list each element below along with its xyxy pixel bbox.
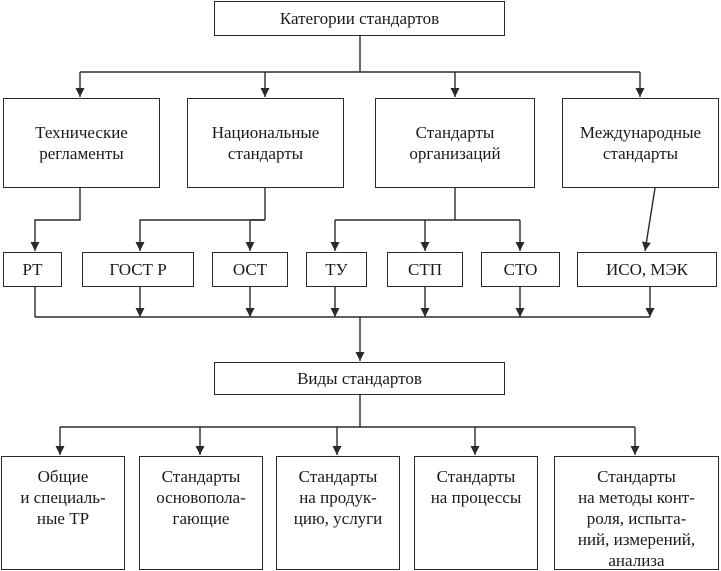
- abbr-box-gostr: ГОСТ Р: [82, 252, 194, 287]
- type-label: Стандарты на продук- цию, услуги: [293, 467, 383, 528]
- type-label: Стандарты основопола- гающие: [156, 467, 246, 528]
- abbr-box-ost: ОСТ: [212, 252, 288, 287]
- arrow-national-to-gostr: [135, 219, 265, 251]
- category-label: Международные стандарты: [579, 123, 702, 163]
- abbr-box-tu: ТУ: [306, 252, 367, 287]
- categories-title-box: Категории стандартов: [214, 1, 505, 36]
- arrow-intl-to-iso: [641, 187, 656, 252]
- category-box-org: Стандарты организаций: [375, 98, 535, 188]
- abbr-box-rt: РТ: [3, 252, 62, 287]
- type-label: Стандарты на процессы: [430, 467, 522, 507]
- type-box-fundamental: Стандарты основопола- гающие: [139, 456, 263, 570]
- abbr-label: ТУ: [325, 260, 348, 279]
- category-box-tech: Технические регламенты: [3, 98, 160, 188]
- category-label: Стандарты организаций: [409, 123, 501, 163]
- arrow-tech-to-rt: [30, 188, 81, 251]
- category-box-intl: Международные стандарты: [562, 98, 719, 188]
- type-box-products: Стандарты на продук- цию, услуги: [276, 456, 400, 570]
- abbr-label: РТ: [22, 260, 43, 279]
- type-box-processes: Стандарты на процессы: [414, 456, 538, 570]
- types-title-box: Виды стандартов: [214, 362, 505, 395]
- abbr-label: ОСТ: [232, 260, 268, 279]
- category-label: Национальные стандарты: [211, 123, 320, 163]
- abbr-box-iso: ИСО, МЭК: [577, 252, 717, 287]
- type-label: Общие и специаль- ные ТР: [20, 467, 106, 528]
- category-label: Технические регламенты: [35, 123, 128, 163]
- categories-title: Категории стандартов: [279, 9, 440, 28]
- category-box-national: Национальные стандарты: [187, 98, 344, 188]
- abbr-box-sto: СТО: [481, 252, 560, 287]
- arrow-national-to-ost: [245, 219, 265, 251]
- abbr-box-stp: СТП: [387, 252, 463, 287]
- abbr-label: СТО: [503, 260, 538, 279]
- types-title: Виды стандартов: [297, 369, 422, 388]
- abbr-label: ГОСТ Р: [109, 260, 167, 279]
- abbr-label: ИСО, МЭК: [605, 260, 689, 279]
- type-label: Стандарты на методы конт- роля, испыта- …: [577, 467, 696, 570]
- type-box-general: Общие и специаль- ные ТР: [1, 456, 125, 570]
- abbr-label: СТП: [408, 260, 442, 279]
- type-box-methods: Стандарты на методы конт- роля, испыта- …: [554, 456, 719, 570]
